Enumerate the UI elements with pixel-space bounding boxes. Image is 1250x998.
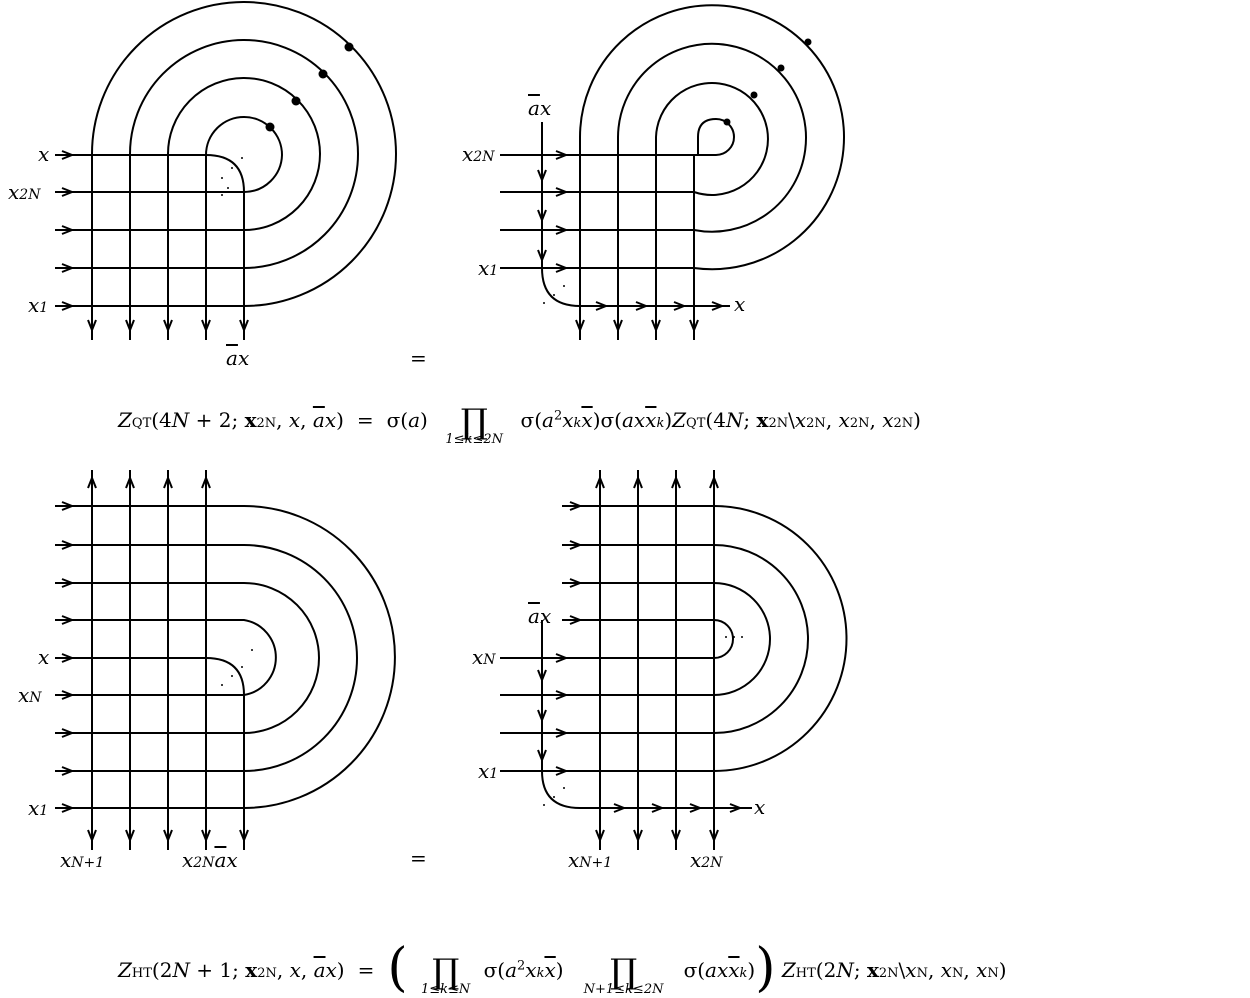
fig1-left-label-x: x (38, 142, 50, 166)
fig2-right-label-ax: ax (528, 604, 552, 628)
fig2-left-label-x: x (38, 645, 50, 669)
fig1-right-label-ax: ax (528, 96, 552, 120)
fig2-right-label-x1: x1 (478, 759, 499, 783)
fig2-left-label-xn: xN (18, 683, 42, 707)
fig1-left-label-x1: x1 (28, 293, 49, 317)
fig1-right-label-x1: x1 (478, 256, 499, 280)
fig1-left-label-x2n: x2N (8, 180, 41, 204)
fig1-equals: = (410, 346, 427, 370)
fig2-left-label-xn1: xN+1 (60, 848, 105, 872)
fig2-right-lattice (500, 470, 848, 850)
fig1-left-lattice (55, 1, 397, 340)
fig1-right-label-x: x (734, 292, 746, 316)
fig2-equals: = (410, 846, 427, 870)
ellipsis-dots (221, 157, 743, 806)
fig2-right-label-x: x (754, 795, 766, 819)
fig1-formula: ZQT(4N + 2; x2N, x, ax) = σ(a) ∏1≤k≤2N σ… (118, 402, 921, 447)
fig1-right-lattice (500, 4, 845, 340)
fig2-right-label-x2n: x2N (690, 848, 723, 872)
fig2-left-label-x2nax: x2Nax (182, 848, 238, 872)
fig2-right-label-xn1: xN+1 (568, 848, 613, 872)
fig2-right-label-xn: xN (472, 645, 496, 669)
fig1-right-label-x2n: x2N (462, 142, 495, 166)
fig2-left-lattice (55, 470, 396, 850)
fig2-left-label-x1: x1 (28, 796, 49, 820)
fig1-left-label-ax: ax (226, 346, 250, 370)
fig1-dots (265, 38, 812, 132)
